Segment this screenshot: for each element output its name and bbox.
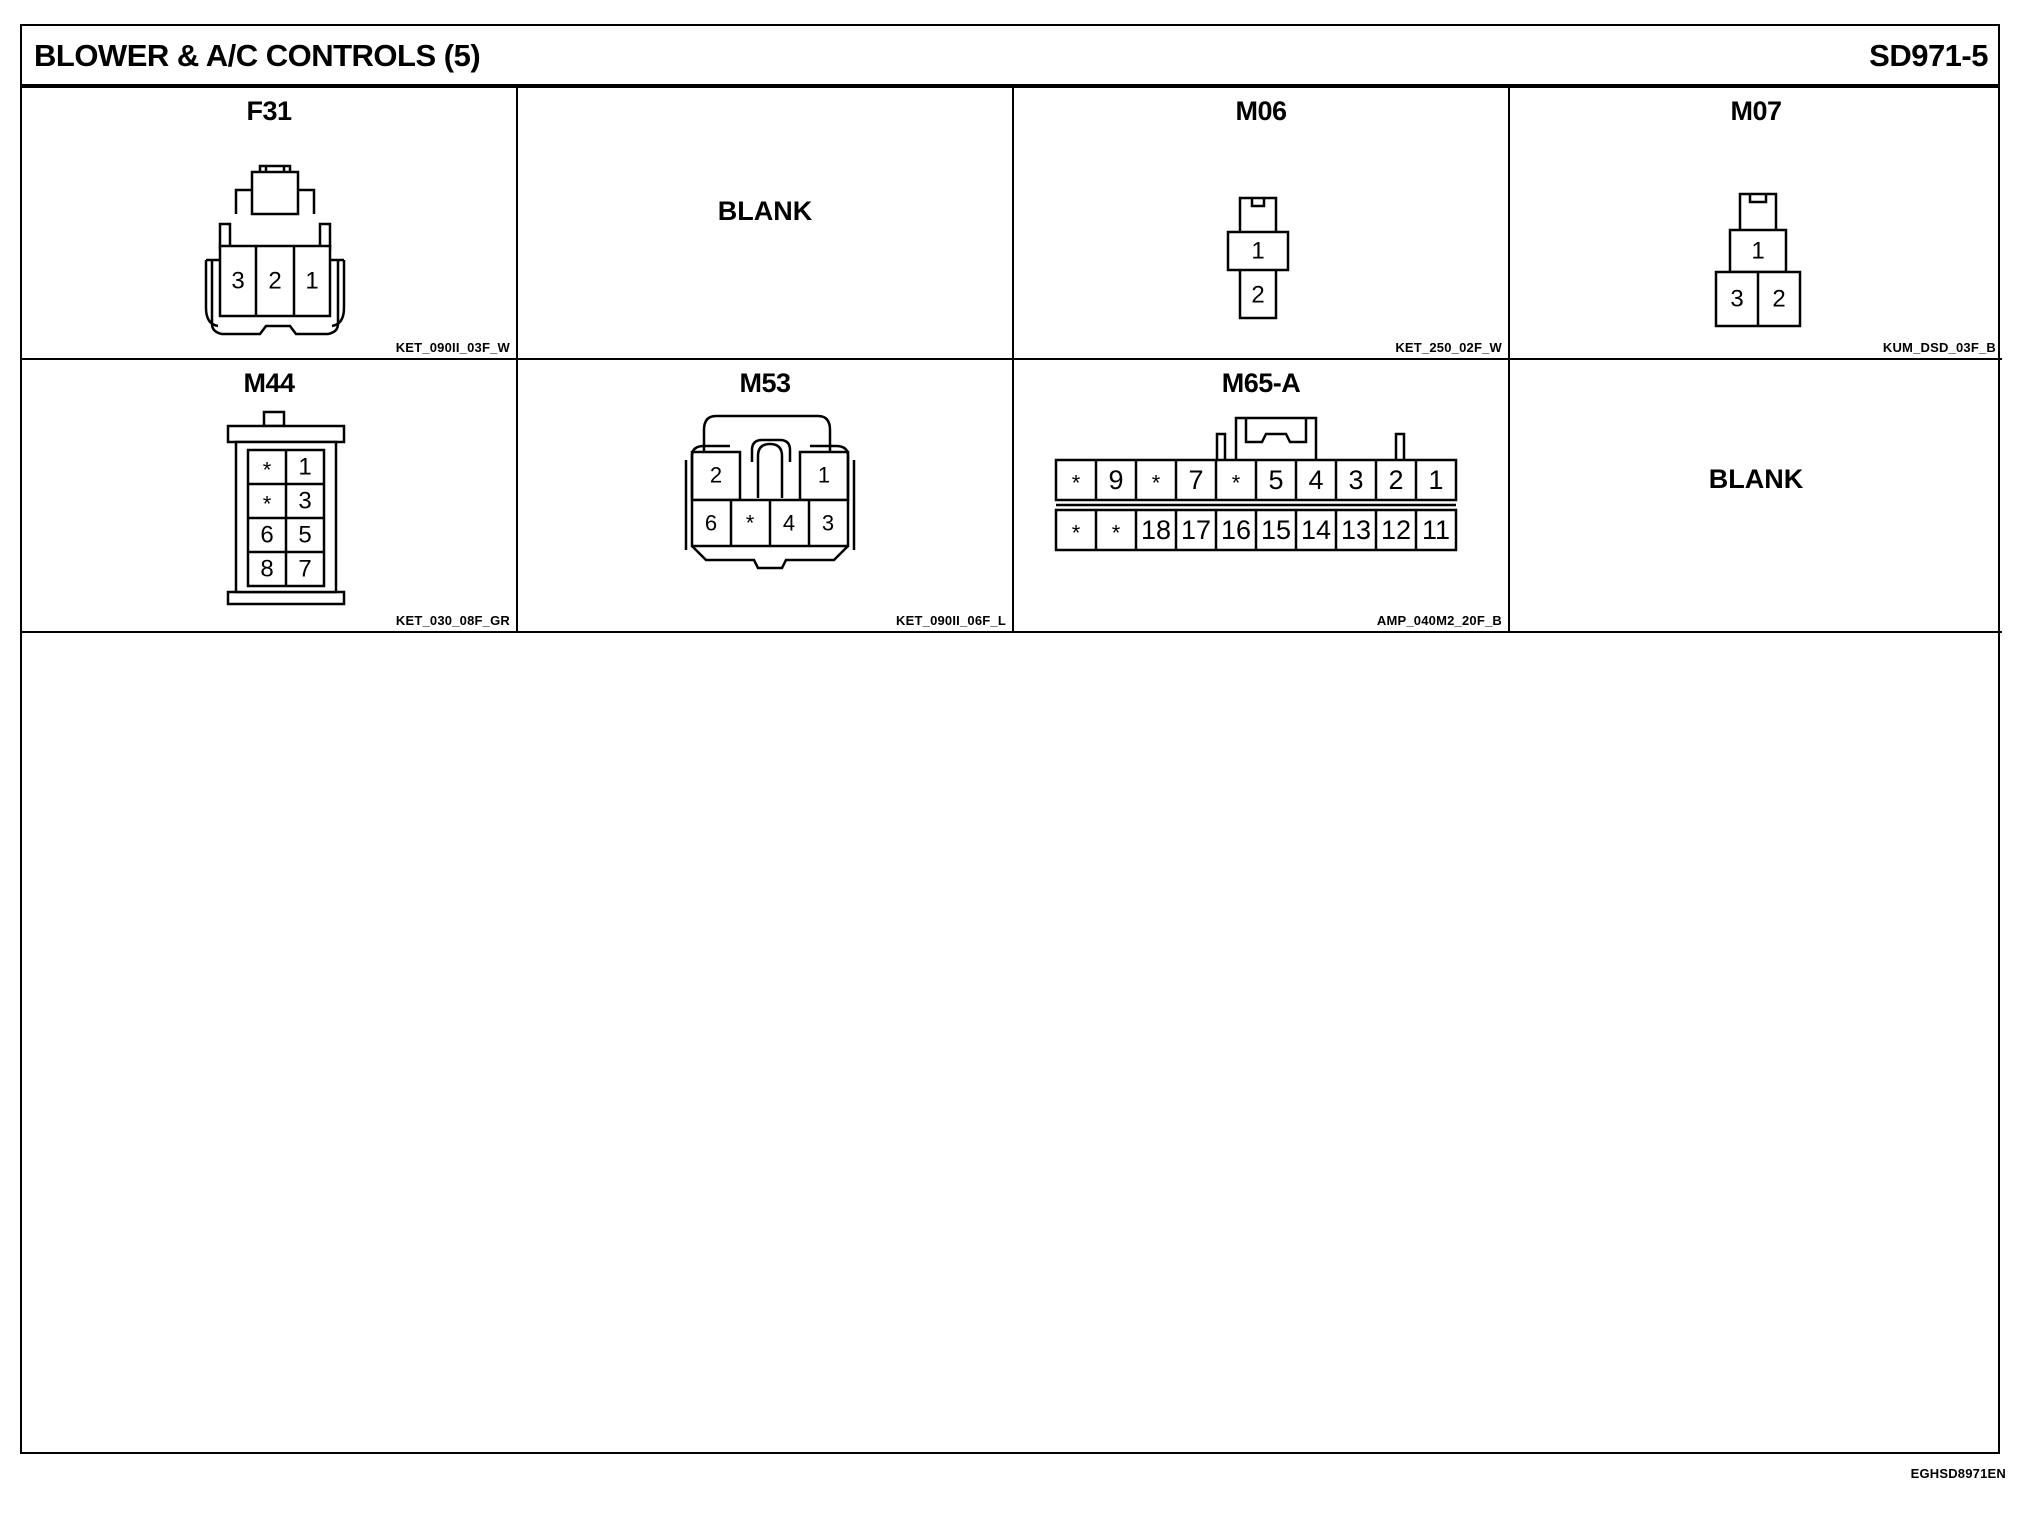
pin-label: 3	[822, 511, 834, 536]
connector-m07-diagram: 1 3 2	[1714, 192, 1802, 328]
blank-label: BLANK	[717, 196, 813, 226]
connector-m65a-diagram: * 9 * 7 * 5 4 3 2 1	[1054, 416, 1458, 552]
pin-label: 6	[705, 511, 717, 536]
page-id: SD971-5	[1869, 38, 1988, 73]
pin-label: 18	[1141, 515, 1171, 545]
page-title: BLOWER & A/C CONTROLS (5)	[34, 38, 481, 73]
connector-cell-m53: M53 2 1 6 * 4 3	[518, 360, 1014, 633]
pin-row-1: * 9 * 7 * 5 4 3 2 1	[1072, 460, 1444, 500]
connector-grid: F31 3 2 1 KET_090II_03F_W BLANK	[22, 88, 2002, 633]
pin-label: 2	[1251, 282, 1264, 309]
document-code: EGHSD8971EN	[1910, 1466, 2006, 1481]
connector-cell-f31: F31 3 2 1 KET_090II_03F_W	[22, 88, 518, 360]
pin-label: 4	[1308, 465, 1323, 495]
pin-label: 3	[231, 268, 244, 295]
pin-label: *	[1152, 471, 1161, 496]
connector-cell-blank-2: BLANK	[1510, 360, 2002, 633]
pin-label: 17	[1181, 515, 1211, 545]
pin-label: 14	[1301, 515, 1331, 545]
pin-label: 5	[1268, 465, 1283, 495]
connector-id: M07	[1730, 96, 1782, 126]
connector-m44-diagram: * 1 * 3 6 5 8 7	[226, 410, 346, 606]
part-number: KUM_DSD_03F_B	[1882, 340, 1996, 355]
pin-label: *	[1072, 521, 1081, 546]
connector-id: M44	[243, 368, 295, 398]
part-number: KET_090II_03F_W	[395, 340, 510, 355]
pin-row-2: * * 18 17 16 15 14 13 12 11	[1072, 510, 1450, 550]
pin-label: 5	[298, 522, 311, 549]
pin-label: 3	[298, 488, 311, 515]
connector-cell-m65a: M65-A *	[1014, 360, 1510, 633]
pin-label: 1	[1251, 238, 1264, 265]
connector-cell-m07: M07 1 3 2 KUM_DSD_03F_B	[1510, 88, 2002, 360]
part-number: AMP_040M2_20F_B	[1376, 613, 1502, 628]
part-number: KET_090II_06F_L	[896, 613, 1006, 628]
pin-label: *	[263, 458, 272, 483]
connector-id: F31	[246, 96, 292, 126]
part-number: KET_030_08F_GR	[395, 613, 510, 628]
connector-id: M65-A	[1221, 368, 1301, 398]
pin-label: 3	[1348, 465, 1363, 495]
pin-label: *	[1072, 471, 1081, 496]
part-number: KET_250_02F_W	[1395, 340, 1502, 355]
pin-label: 1	[1428, 465, 1443, 495]
pin-label: 4	[783, 511, 795, 536]
pin-label: 12	[1381, 515, 1411, 545]
header-bar: BLOWER & A/C CONTROLS (5) SD971-5	[22, 26, 1998, 88]
pin-label: 6	[260, 522, 273, 549]
pin-label: 2	[710, 463, 722, 488]
connector-m06-diagram: 1 2	[1226, 196, 1290, 320]
pin-label: 16	[1221, 515, 1251, 545]
connector-id: M06	[1235, 96, 1287, 126]
pin-label: 7	[1188, 465, 1203, 495]
blank-label: BLANK	[1708, 464, 1804, 494]
pin-label: 15	[1261, 515, 1291, 545]
pin-label: *	[746, 511, 755, 536]
pin-label: 11	[1422, 515, 1450, 545]
connector-cell-blank-1: BLANK	[518, 88, 1014, 360]
pin-label: 13	[1341, 515, 1371, 545]
pin-label: 1	[298, 454, 311, 481]
connector-cell-m06: M06 1 2 KET_250_02F_W	[1014, 88, 1510, 360]
pin-label: 3	[1730, 286, 1743, 313]
connector-m53-diagram: 2 1 6 * 4 3	[684, 414, 856, 570]
pin-label: 1	[1751, 238, 1764, 265]
pin-label: *	[263, 492, 272, 517]
pin-label: 7	[298, 556, 311, 583]
pin-label: *	[1232, 471, 1241, 496]
pin-label: 2	[1388, 465, 1403, 495]
diagram-sheet: BLOWER & A/C CONTROLS (5) SD971-5 F31 3 …	[20, 24, 2002, 1454]
connector-id: M53	[739, 368, 791, 398]
connector-cell-m44: M44 * 1 * 3 6 5 8 7 KET_03	[22, 360, 518, 633]
pin-label: 9	[1108, 465, 1123, 495]
pin-label: 2	[268, 268, 281, 295]
pin-label: 8	[260, 556, 273, 583]
connector-f31-diagram: 3 2 1	[204, 164, 346, 336]
pin-label: 1	[818, 463, 830, 488]
pin-label: 2	[1772, 286, 1785, 313]
pin-label: 1	[305, 268, 318, 295]
pin-label: *	[1112, 521, 1121, 546]
